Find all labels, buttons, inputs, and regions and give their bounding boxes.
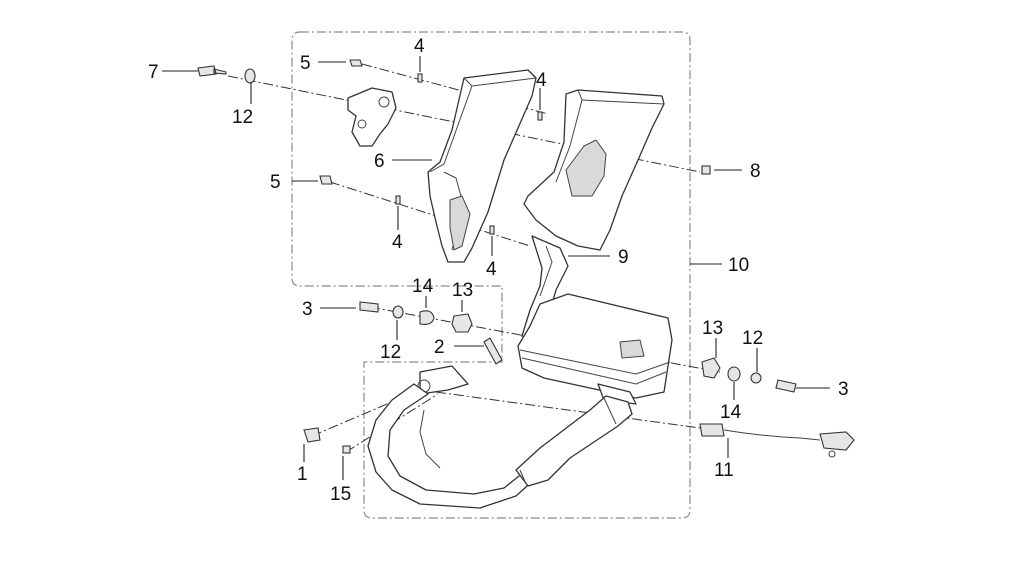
part-callouts: 7 12 5 4 4 6 8 5 4 4 9 10 3 14 13 12 2 1… — [148, 36, 849, 505]
callout-14-left: 14 — [412, 276, 434, 297]
washer-12-left — [392, 305, 404, 319]
callout-14-right: 14 — [720, 402, 742, 423]
bolt-7 — [197, 65, 227, 77]
callout-3-left: 3 — [302, 299, 313, 320]
bolt-3-right — [775, 379, 797, 393]
nut-15 — [342, 445, 351, 454]
bolt-5-upper — [349, 59, 363, 67]
callout-10: 10 — [728, 255, 749, 276]
gasket-2 — [483, 337, 503, 365]
mounting-bracket — [347, 87, 397, 147]
pin-4-a — [417, 73, 423, 83]
pin-4-c — [395, 195, 401, 205]
grommet-13-left — [451, 313, 473, 333]
pin-4-b — [537, 111, 543, 121]
callout-6: 6 — [374, 151, 385, 172]
exhaust-pipe — [367, 365, 633, 509]
grommet-13-right — [701, 357, 721, 379]
callout-13-left: 13 — [452, 280, 473, 301]
callout-1: 1 — [297, 464, 308, 485]
callout-3-right: 3 — [838, 379, 849, 400]
sensor-connector — [819, 431, 855, 451]
callout-15: 15 — [330, 484, 351, 505]
callout-4-c: 4 — [392, 232, 403, 253]
pin-4-d — [489, 225, 495, 235]
washer-14-right — [727, 366, 741, 382]
washer-12-right — [750, 372, 762, 384]
front-heat-shield — [427, 69, 537, 263]
bolt-5-lower — [319, 175, 333, 185]
callout-5-lower: 5 — [270, 172, 281, 193]
callout-12-left: 12 — [380, 342, 401, 363]
rear-heat-shield — [523, 89, 665, 251]
bolt-1 — [303, 427, 321, 443]
leader-lines — [162, 56, 830, 480]
callout-12-right: 12 — [742, 328, 763, 349]
callout-2: 2 — [434, 337, 445, 358]
callout-8: 8 — [750, 161, 761, 182]
washer-12-upper — [244, 68, 256, 84]
bolt-3-left — [359, 301, 379, 313]
heat-shield-group-frame — [291, 31, 691, 519]
oxygen-sensor-11 — [699, 423, 725, 437]
hardware-parts — [197, 59, 855, 458]
nut-8 — [701, 165, 711, 175]
muffler-body — [517, 293, 673, 405]
callout-13-right: 13 — [702, 318, 723, 339]
callout-5-upper: 5 — [300, 53, 311, 74]
callout-4-a: 4 — [414, 36, 425, 57]
callout-4-d: 4 — [486, 259, 497, 280]
callout-11: 11 — [714, 460, 734, 481]
callout-7: 7 — [148, 62, 159, 83]
callout-9: 9 — [618, 247, 629, 268]
collar-14-left — [419, 310, 435, 325]
callout-12-upper: 12 — [232, 107, 253, 128]
callout-4-b: 4 — [536, 70, 547, 91]
